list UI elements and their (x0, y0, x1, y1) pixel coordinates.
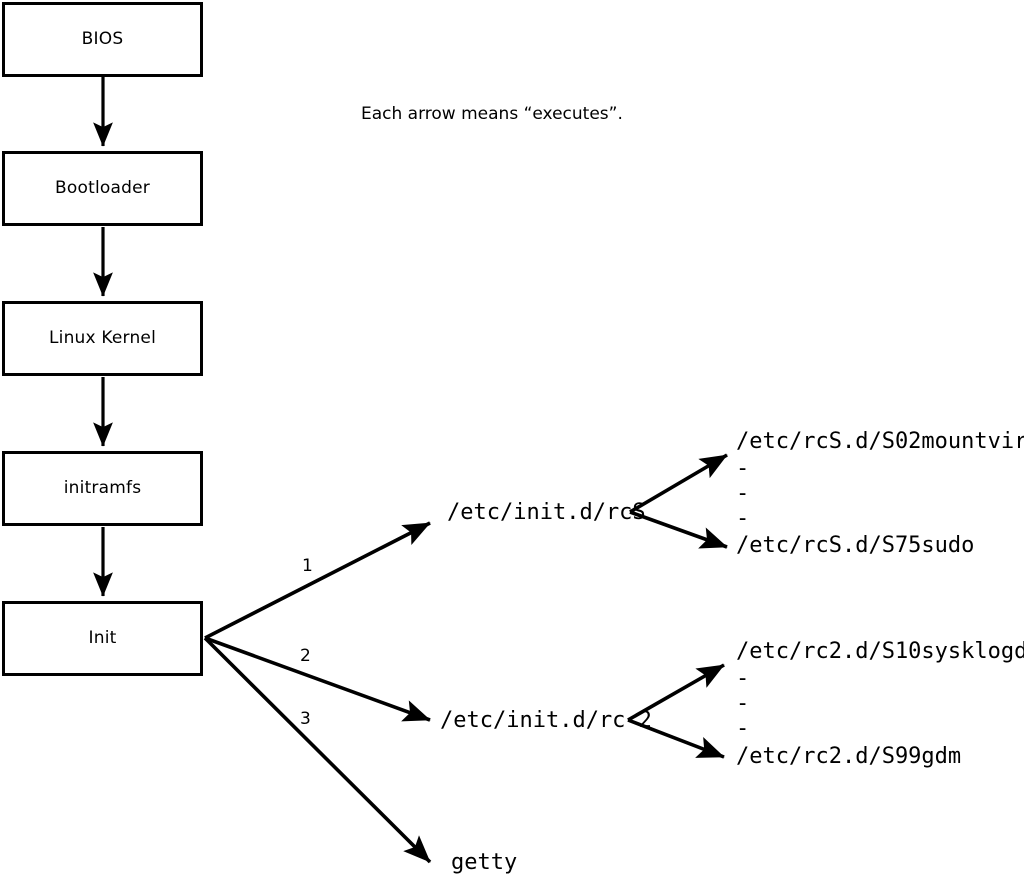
ellipsis-dash-rc2-3: - (736, 716, 750, 741)
node-initramfs-label: initramfs (63, 478, 142, 498)
arrow-rc2-to-last (627, 718, 725, 759)
edge-label-1: 1 (302, 556, 313, 576)
ellipsis-dash-rcs-1: - (736, 456, 750, 481)
script-rcs-first[interactable]: /etc/rcS.d/S02mountvirtfs (736, 429, 1024, 454)
node-init-label: Init (88, 628, 117, 648)
ellipsis-dash-rcs-2: - (736, 481, 750, 506)
arrow-init-to-rc2 (204, 636, 431, 722)
arrow-rcS-to-first (629, 453, 728, 514)
arrow-rcS-to-last (629, 510, 728, 549)
ellipsis-dash-rc2-2: - (736, 691, 750, 716)
edge-label-3: 3 (300, 709, 311, 729)
node-initramfs[interactable]: initramfs (2, 451, 203, 526)
node-init-d-rcs[interactable]: /etc/init.d/rcS (447, 500, 646, 525)
node-init[interactable]: Init (2, 601, 203, 676)
ellipsis-dash-rcs-3: - (736, 506, 750, 531)
ellipsis-dash-rc2-1: - (736, 666, 750, 691)
diagram-caption: Each arrow means “executes”. (361, 104, 623, 124)
node-bios-label: BIOS (81, 29, 124, 49)
script-rc2-last[interactable]: /etc/rc2.d/S99gdm (736, 744, 962, 769)
node-getty[interactable]: getty (451, 850, 518, 875)
arrow-init-to-getty (203, 636, 432, 864)
arrow-init-to-rcS (204, 521, 431, 640)
edge-label-2: 2 (300, 646, 311, 666)
node-init-d-rc-2[interactable]: /etc/init.d/rc 2 (440, 708, 652, 733)
node-bootloader[interactable]: Bootloader (2, 151, 203, 226)
script-rcs-last[interactable]: /etc/rcS.d/S75sudo (736, 533, 975, 558)
script-rc2-first[interactable]: /etc/rc2.d/S10sysklogd (736, 639, 1024, 664)
node-linux-kernel[interactable]: Linux Kernel (2, 301, 203, 376)
node-bios[interactable]: BIOS (2, 2, 203, 77)
node-bootloader-label: Bootloader (55, 178, 150, 198)
arrow-rc2-to-first (627, 663, 725, 722)
node-linux-kernel-label: Linux Kernel (48, 328, 156, 348)
